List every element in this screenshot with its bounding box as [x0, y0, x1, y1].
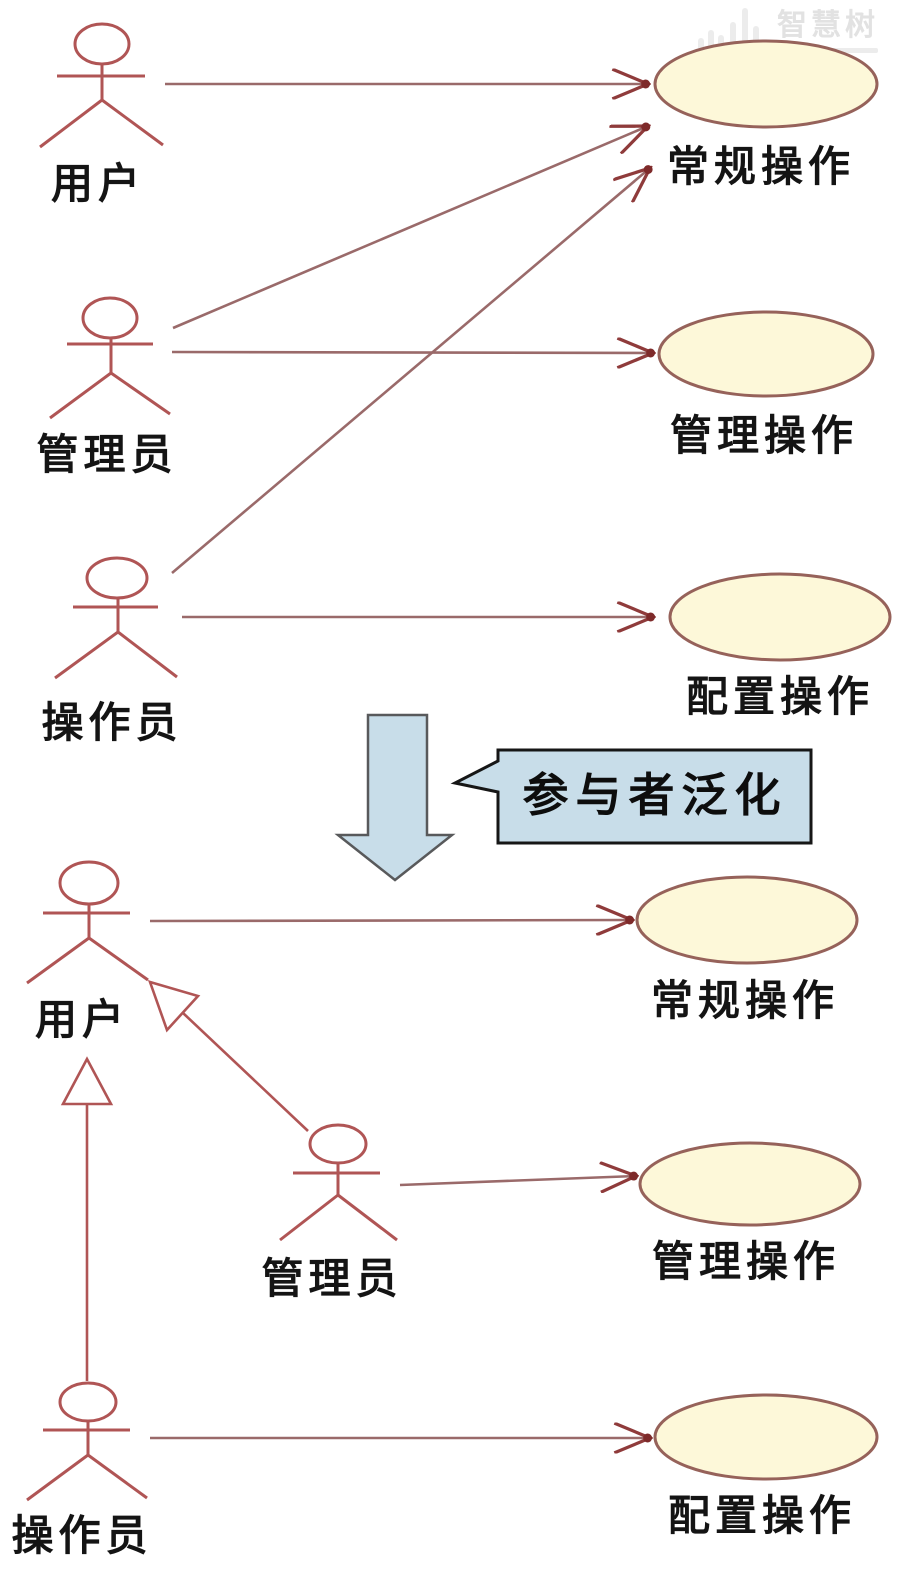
- top-actor-operator-label: 操作员: [41, 699, 183, 746]
- bottom-actor-admin-icon: [279, 1123, 398, 1242]
- top-actor-user-label: 用户: [50, 160, 146, 207]
- assoc-admin-management: [171, 352, 653, 353]
- bottom-usecase-config: [653, 1393, 879, 1481]
- top-usecase-management-label: 管理操作: [669, 412, 859, 459]
- watermark-brand: 智慧树: [777, 9, 879, 42]
- generalization-admin-user: [147, 980, 309, 1132]
- top-actor-operator-icon: [54, 556, 178, 680]
- top-usecase-regular-label: 常规操作: [666, 143, 856, 190]
- bottom-diagram: [26, 860, 879, 1502]
- bottom-actor-operator-label: 操作员: [11, 1512, 153, 1559]
- assoc-bottom-user-regular: [149, 920, 632, 921]
- bottom-actor-admin-label: 管理员: [261, 1255, 403, 1302]
- callout-label: 参与者泛化: [522, 770, 788, 821]
- top-actor-admin-label: 管理员: [36, 431, 178, 478]
- bottom-usecase-regular-label: 常规操作: [650, 977, 840, 1024]
- bottom-usecase-config-label: 配置操作: [667, 1492, 857, 1539]
- generalization-operator-user: [60, 1056, 114, 1381]
- assoc-admin-regular: [172, 126, 648, 330]
- bottom-usecase-regular: [635, 875, 859, 965]
- top-usecase-config-label: 配置操作: [685, 673, 875, 720]
- bottom-usecase-management: [638, 1141, 862, 1227]
- top-usecase-config: [668, 572, 892, 662]
- bottom-usecase-management-label: 管理操作: [651, 1238, 841, 1285]
- top-diagram: [39, 22, 892, 680]
- transition-down-arrow-icon: [334, 713, 456, 882]
- top-usecase-management: [657, 310, 875, 398]
- top-actor-admin-icon: [49, 296, 171, 420]
- assoc-operator-regular: [171, 168, 650, 574]
- assoc-bottom-admin-management: [399, 1176, 636, 1185]
- bottom-actor-operator-icon: [26, 1381, 148, 1502]
- top-usecase-regular: [653, 39, 879, 129]
- bottom-actor-user-label: 用户: [34, 996, 130, 1043]
- top-actor-user-icon: [39, 22, 164, 149]
- transition-callout: [450, 748, 813, 845]
- bottom-actor-user-icon: [26, 860, 149, 985]
